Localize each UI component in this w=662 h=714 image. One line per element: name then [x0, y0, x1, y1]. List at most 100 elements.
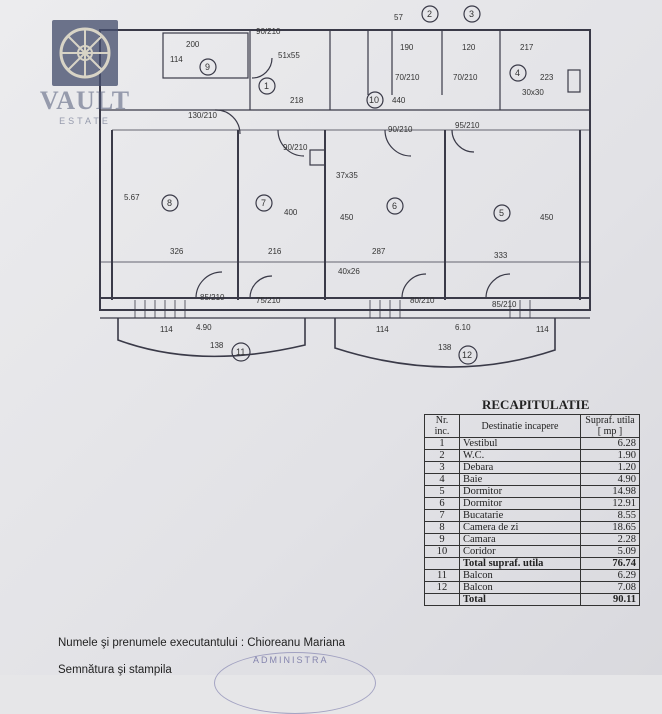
dim-label: 40x26	[338, 267, 360, 276]
cell-dest: Total	[459, 593, 581, 606]
dim-label: 114	[536, 325, 549, 334]
cell-area: 90.11	[580, 593, 640, 606]
cell-dest: Debara	[459, 461, 581, 474]
room-number-2: 2	[427, 9, 432, 19]
cell-nr: 1	[424, 437, 460, 450]
dim-label: 114	[160, 325, 173, 334]
cell-dest: Bucatarie	[459, 509, 581, 522]
dim-label: 216	[268, 247, 282, 256]
cell-area: 4.90	[580, 473, 640, 486]
dim-label: 57	[394, 13, 403, 22]
dim-label: 4.90	[196, 323, 212, 332]
cell-nr: 8	[424, 521, 460, 534]
room-number-7: 7	[261, 198, 266, 208]
cell-nr: 5	[424, 485, 460, 498]
room-number-6: 6	[392, 201, 397, 211]
cell-area: 12.91	[580, 497, 640, 510]
cell-area: 8.55	[580, 509, 640, 522]
logo-word: VAULT	[39, 86, 131, 115]
dim-label: 223	[540, 73, 554, 82]
stamp: ADMINISTRA	[214, 652, 376, 714]
room-number-11: 11	[236, 347, 245, 357]
cell-nr: 12	[424, 581, 460, 594]
cell-area: 6.28	[580, 437, 640, 450]
dim-label: 95/210	[455, 121, 480, 130]
dim-label: 450	[340, 213, 354, 222]
header-supr: Supraf. utila [ mp ]	[580, 414, 640, 438]
dim-label: 217	[520, 43, 534, 52]
cell-nr: 7	[424, 509, 460, 522]
recap-title: RECAPITULATIE	[482, 397, 590, 412]
dim-label: 114	[170, 55, 183, 64]
dim-label: 70/210	[453, 73, 478, 82]
dim-label: 70/210	[395, 73, 420, 82]
company-logo: VAULT ESTATE	[30, 18, 140, 130]
dim-label: 90/210	[256, 27, 281, 36]
dim-label: 190	[400, 43, 414, 52]
dim-label: 287	[372, 247, 386, 256]
cell-area: 2.28	[580, 533, 640, 546]
room-number-5: 5	[499, 208, 504, 218]
cell-nr	[424, 557, 460, 570]
cell-area: 1.90	[580, 449, 640, 462]
stamp-text: ADMINISTRA	[253, 655, 329, 665]
dim-label: 138	[438, 343, 452, 352]
dim-label: 37x35	[336, 171, 358, 180]
cell-nr: 6	[424, 497, 460, 510]
dim-label: 90/210	[283, 143, 308, 152]
cell-nr: 11	[424, 569, 460, 582]
dim-label: 326	[170, 247, 184, 256]
dim-label: 218	[290, 96, 304, 105]
executant-line: Numele şi prenumele executantului : Chio…	[58, 637, 346, 649]
dim-label: 138	[210, 341, 224, 350]
cell-area: 6.29	[580, 569, 640, 582]
dim-label: 130/210	[188, 111, 217, 120]
room-number-9: 9	[205, 62, 210, 72]
cell-dest: Balcon	[459, 569, 581, 582]
vault-icon	[52, 20, 118, 86]
dim-label: 80/210	[410, 296, 435, 305]
cell-dest: Camera de zi	[459, 521, 581, 534]
cell-nr: 2	[424, 449, 460, 462]
dim-label: 30x30	[522, 88, 544, 97]
table-header: Nr. inc. Destinatie incapere Supraf. uti…	[424, 414, 640, 438]
cell-dest: Dormitor	[459, 485, 581, 498]
room-number-10: 10	[369, 95, 379, 105]
signature-label: Semnătura şi stampila	[58, 664, 172, 676]
cell-nr	[424, 593, 460, 606]
floor-plan: 9 1 2 3 4 10 8 7 6 5 11 12 200 114 90/21…	[99, 5, 591, 368]
room-number-1: 1	[264, 81, 269, 91]
cell-nr: 4	[424, 473, 460, 486]
cell-area: 5.09	[580, 545, 640, 558]
cell-dest: W.C.	[459, 449, 581, 462]
dim-label: 114	[376, 325, 389, 334]
room-number-8: 8	[167, 198, 172, 208]
dim-label: 120	[462, 43, 476, 52]
cell-area: 14.98	[580, 485, 640, 498]
dim-label: 450	[540, 213, 554, 222]
room-number-4: 4	[515, 68, 520, 78]
dim-label: 90/210	[388, 125, 413, 134]
logo-subword: ESTATE	[59, 116, 111, 126]
dim-label: 333	[494, 251, 508, 260]
dim-label: 85/210	[200, 293, 225, 302]
room-number-3: 3	[469, 9, 474, 19]
cell-area: 18.65	[580, 521, 640, 534]
cell-nr: 10	[424, 545, 460, 558]
dim-label: 200	[186, 40, 200, 49]
dim-label: 75/210	[256, 296, 281, 305]
cell-area: 7.08	[580, 581, 640, 594]
cell-nr: 9	[424, 533, 460, 546]
header-dest: Destinatie incapere	[459, 414, 581, 438]
cell-area: 1.20	[580, 461, 640, 474]
